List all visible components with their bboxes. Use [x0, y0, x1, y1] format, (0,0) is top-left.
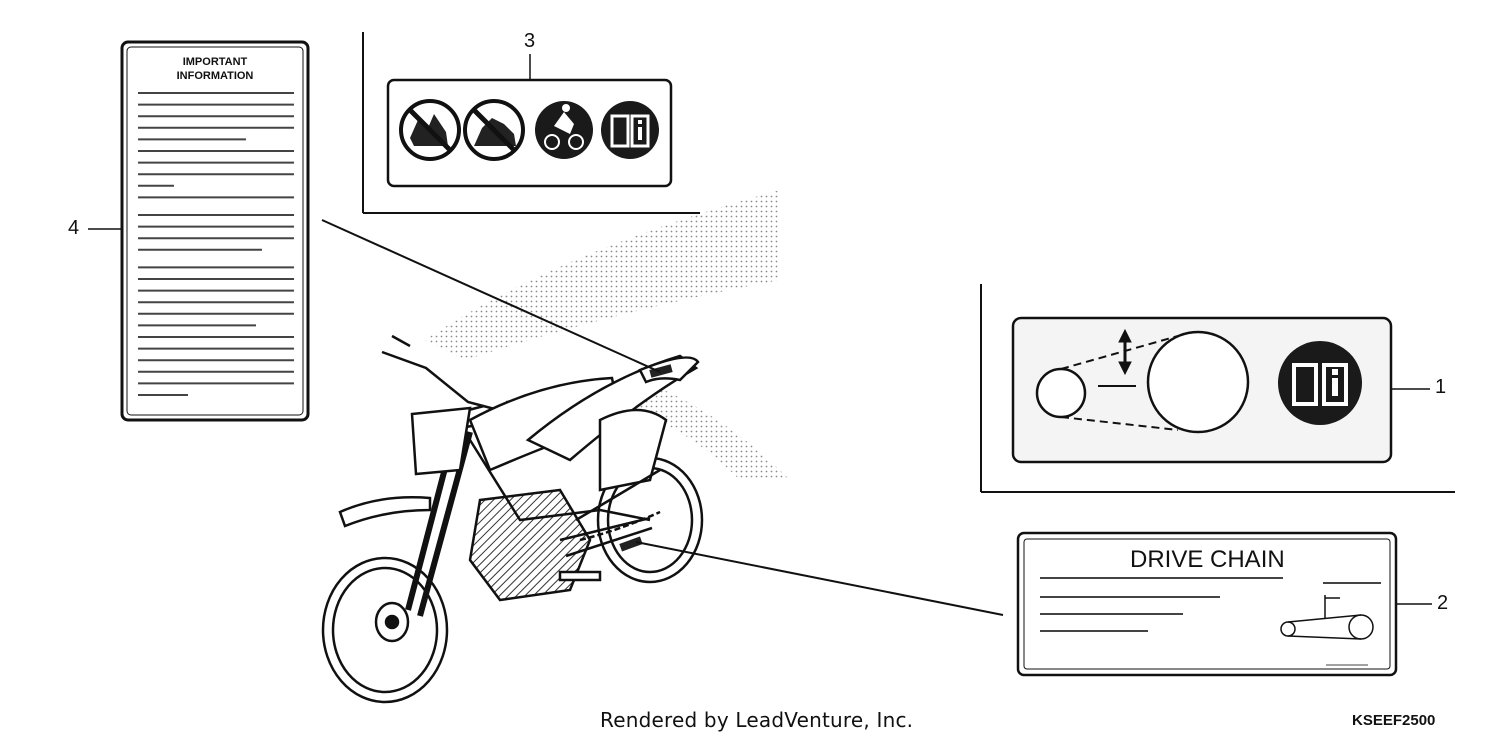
drive-chain-text-lines — [1040, 577, 1381, 666]
important-label-text-lines — [138, 92, 294, 396]
label-1-frame — [980, 284, 1455, 493]
safety-warning-label[interactable] — [386, 78, 673, 188]
label-3-frame — [362, 32, 700, 214]
callout-3: 3 — [524, 30, 536, 52]
read-manual-icon — [601, 101, 659, 159]
important-label-title-line2: INFORMATION — [177, 70, 254, 82]
callout-1: 1 — [1435, 376, 1447, 398]
chain-adjust-icon — [1280, 595, 1374, 640]
motorcycle-illustration — [321, 190, 790, 704]
callout-4: 4 — [68, 217, 80, 239]
leader-line-2-diagonal — [635, 541, 1004, 616]
important-information-label[interactable]: IMPORTANT INFORMATION — [120, 40, 310, 422]
no-road-use-icon — [463, 99, 525, 161]
read-manual-icon — [1278, 341, 1362, 425]
age-restriction-icon — [535, 101, 593, 159]
render-credit: Rendered by LeadVenture, Inc. — [600, 708, 914, 732]
leader-line-4-diagonal — [321, 219, 661, 373]
important-label-title-line1: IMPORTANT — [183, 56, 248, 68]
chain-slack-label[interactable] — [1011, 316, 1393, 464]
no-passenger-icon — [399, 99, 461, 161]
drive-chain-label[interactable]: DRIVE CHAIN — [1016, 531, 1398, 677]
drive-chain-title: DRIVE CHAIN — [1130, 546, 1285, 573]
callout-2: 2 — [1437, 592, 1449, 614]
diagram-part-code: KSEEF2500 — [1352, 712, 1436, 729]
chain-slack-diagram-icon — [1035, 328, 1250, 434]
